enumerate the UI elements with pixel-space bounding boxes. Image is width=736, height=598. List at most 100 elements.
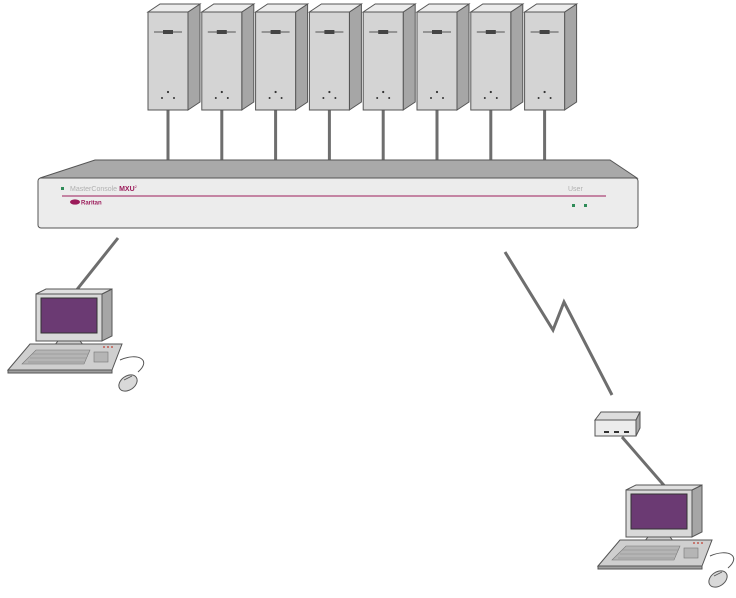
- switch-front-panel: [37, 177, 639, 229]
- local-user-cable: [73, 237, 120, 293]
- status-dot: [322, 97, 325, 99]
- status-dot: [173, 97, 175, 99]
- power-button: [489, 90, 492, 94]
- server-side-face: [564, 3, 578, 111]
- drive-bay: [324, 30, 335, 34]
- monitor-top: [625, 484, 703, 491]
- mouse-cable: [709, 552, 735, 569]
- model-superscript-text: 2: [135, 184, 138, 189]
- status-dot: [376, 97, 379, 99]
- server-tower-5: [361, 3, 417, 111]
- server-front-face: [470, 11, 512, 111]
- mouse-cable: [119, 356, 145, 373]
- numpad-keys: [683, 547, 699, 559]
- monitor-screen: [40, 297, 98, 334]
- keyboard-edge: [597, 565, 703, 570]
- server-side-face: [402, 3, 416, 111]
- power-button: [220, 90, 223, 94]
- user-led-1: [572, 204, 575, 207]
- status-dot: [495, 97, 498, 99]
- status-dot: [442, 97, 444, 99]
- station-front-panel: [594, 419, 637, 437]
- station-port-3: [624, 431, 629, 433]
- drive-bay: [432, 30, 442, 34]
- keyboard-led: [697, 542, 699, 544]
- model-name-text: MXU: [119, 186, 135, 193]
- drive-bay: [539, 30, 550, 34]
- drive-bay: [163, 30, 173, 34]
- server-rack: [146, 3, 579, 111]
- server-front-face: [524, 11, 566, 111]
- server-front-face: [362, 11, 404, 111]
- server-side-face: [187, 3, 201, 111]
- power-button: [382, 90, 385, 94]
- local-workstation: [6, 288, 145, 392]
- power-button: [274, 90, 277, 94]
- monitor-top: [35, 288, 113, 295]
- keyboard-led: [111, 346, 113, 348]
- status-dot: [483, 97, 486, 99]
- power-button: [435, 90, 439, 94]
- keyboard-led: [693, 542, 695, 544]
- server-front-face: [416, 11, 458, 111]
- status-dot: [280, 97, 283, 99]
- server-tower-6: [415, 3, 471, 111]
- keyboard-keys: [611, 545, 681, 561]
- power-button: [166, 90, 170, 94]
- monitor-side: [101, 288, 113, 342]
- drive-bay: [378, 30, 389, 34]
- server-front-face: [308, 11, 350, 111]
- brand-prefix-text: MasterConsole: [70, 186, 117, 193]
- keyboard-led: [103, 346, 105, 348]
- mouse-button-split: [123, 375, 133, 381]
- server-front-face: [201, 11, 243, 111]
- server-side-face: [295, 3, 309, 111]
- status-dot: [549, 97, 552, 99]
- status-dot: [268, 97, 271, 99]
- power-button: [328, 90, 331, 94]
- status-dot: [161, 97, 163, 99]
- server-tower-1: [146, 3, 202, 111]
- power-button: [543, 90, 546, 94]
- switch-top-face: [39, 159, 639, 179]
- status-dot: [226, 97, 229, 99]
- server-front-face: [147, 11, 189, 111]
- mouse: [118, 374, 138, 392]
- server-tower-8: [522, 3, 579, 111]
- drive-bay: [485, 30, 496, 34]
- status-dot: [388, 97, 391, 99]
- keyboard-edge: [7, 369, 113, 374]
- server-tower-7: [469, 3, 525, 111]
- status-dot: [537, 97, 540, 99]
- monitor-screen: [630, 493, 688, 530]
- remote-workstation: [596, 484, 735, 588]
- mouse-button-split: [713, 571, 723, 577]
- keyboard-led: [701, 542, 703, 544]
- drive-bay: [270, 30, 281, 34]
- user-port-label: User: [568, 186, 583, 193]
- logo-text: Raritan: [81, 201, 102, 207]
- server-tower-2: [200, 3, 256, 111]
- mouse: [708, 570, 728, 588]
- server-tower-3: [253, 3, 310, 111]
- server-side-face: [241, 3, 255, 111]
- status-dot: [334, 97, 337, 99]
- station-port-2: [614, 431, 619, 433]
- remote-network-link: [503, 251, 614, 396]
- server-tower-4: [307, 3, 364, 111]
- raritan-logo-icon: [70, 199, 80, 205]
- server-side-face: [456, 3, 470, 111]
- server-cables: [166, 110, 547, 166]
- server-side-face: [348, 3, 362, 111]
- power-led: [61, 187, 64, 190]
- server-side-face: [510, 3, 524, 111]
- user-led-2: [584, 204, 587, 207]
- server-front-face: [255, 11, 297, 111]
- keyboard-keys: [21, 349, 91, 365]
- keyboard-led: [107, 346, 109, 348]
- drive-bay: [216, 30, 227, 34]
